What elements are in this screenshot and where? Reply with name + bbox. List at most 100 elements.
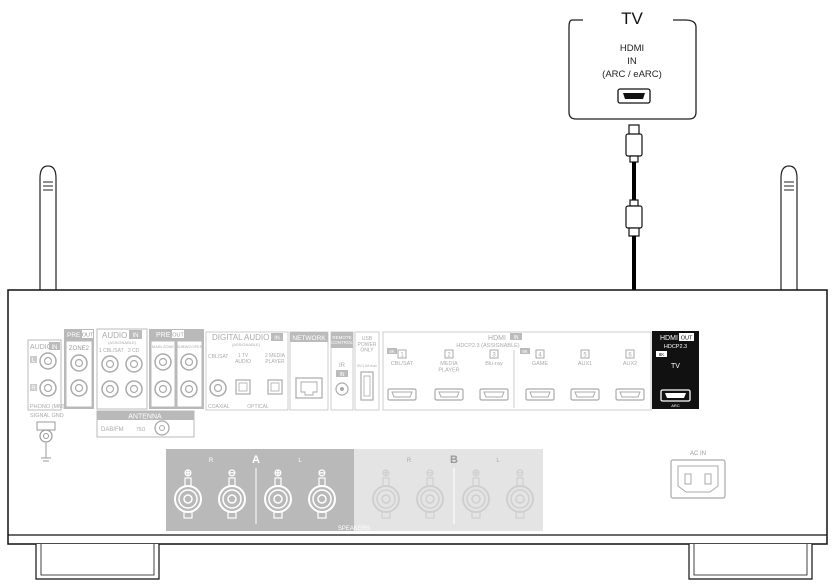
audio-cbl-sat-label: 1 CBL/SAT [99, 348, 124, 354]
plus-icon: ⊕ [472, 468, 480, 479]
hdmi-out-arc-label: ARC [671, 403, 680, 408]
antenna-label: ANTENNA [128, 414, 162, 421]
hdmi-out-label: HDMI [660, 335, 678, 342]
hdmi-input-port-icon [525, 388, 555, 401]
hdmi-input-number-box [580, 349, 590, 359]
hdmi-out-8k-badge: 8K [659, 352, 665, 357]
tv-box: TV HDMI IN (ARC / eARC) [568, 9, 697, 120]
speaker-binding-post: ⊕ [372, 468, 400, 519]
hdmi-input-number: 5 [583, 353, 587, 359]
speaker-b-l-label: L [496, 458, 500, 464]
speakers-label: SPEAKERS [338, 526, 370, 532]
hdmi-out-port-icon [660, 389, 691, 402]
speaker-binding-post: ⊖ [506, 468, 534, 519]
hdmi-input-number-box [397, 349, 407, 359]
hdmi-input-port-icon [570, 388, 600, 401]
hdmi-input-name: AUX2 [623, 361, 637, 367]
ac-inlet-icon [670, 459, 726, 499]
usb-port-icon [360, 371, 374, 401]
minus-icon: ⊖ [426, 468, 434, 479]
speaker-binding-post: ⊕ [174, 468, 202, 519]
tv-hdmi-port-icon [617, 88, 651, 104]
hdmi-input-name: CBL/SAT [391, 361, 414, 367]
speaker-binding-post: ⊖ [416, 468, 444, 519]
hdmi-in-label: HDMI [488, 335, 506, 342]
hdmi-input-port-icon [615, 388, 645, 401]
foot-left [35, 544, 160, 580]
main-pre-label: PRE [156, 332, 171, 339]
signal-gnd-terminal-icon [36, 421, 56, 462]
speaker-binding-post: ⊖ [218, 468, 246, 519]
audio-in-badge: IN [133, 333, 139, 339]
hdmi-in-badge: IN [514, 335, 519, 341]
pre-out-main-section: PRE OUT MAIN ZONE SUBWOOFER [149, 329, 204, 409]
hdmi-input-number: 6 [628, 353, 632, 359]
speaker-binding-posts: ⊕ ⊖ ⊕ ⊖ ⊕ ⊖ ⊕ ⊖ [174, 468, 534, 519]
zone2-label: ZONE2 [69, 346, 90, 352]
hdmi-input-number-box [489, 349, 499, 359]
speaker-b-label: B [450, 454, 458, 466]
coaxial-label: COAXIAL [208, 404, 230, 410]
ac-in-section: AC IN [670, 451, 726, 499]
hdmi-input-name: GAME [532, 361, 549, 367]
ac-in-label: AC IN [690, 451, 706, 457]
phono-label: PHONO (MM) [30, 404, 65, 410]
hdmi-input-name: Blu-ray [485, 361, 503, 367]
network-section: NETWORK [289, 331, 329, 411]
hdmi-input-number-box [444, 349, 454, 359]
usb-rating-label: 5V/1.5A max [357, 364, 377, 368]
tv-title: TV [621, 9, 643, 28]
hdmi-input-number: 2 [447, 353, 451, 359]
hdmi-input-port-icon [387, 388, 417, 401]
main-out-badge: OUT [172, 333, 184, 339]
hdmi-input-name: AUX1 [578, 361, 592, 367]
minus-icon: ⊖ [318, 468, 326, 479]
phono-audio-label: AUDIO [30, 344, 53, 351]
tv-port-line3: (ARC / eARC) [602, 69, 662, 80]
phono-r-label: R [31, 386, 36, 392]
audio-in-phono-section: AUDIO IN L R PHONO (MM) SIGNAL GND [27, 339, 65, 462]
dab-fm-label: DAB/FM [101, 427, 124, 433]
audio-assignable-label: (ASSIGNABLE) [108, 340, 137, 345]
optical-label: OPTICAL [247, 404, 269, 410]
hdmi-8k-badge-1: 8K [389, 349, 395, 354]
plus-icon: ⊕ [274, 468, 282, 479]
hdmi-input-port-icon [434, 388, 464, 401]
ir-in-badge: IN [340, 372, 345, 378]
hdmi-input-number: 3 [492, 353, 496, 359]
speaker-a-l-label: L [298, 458, 302, 464]
hdmi-out-badge: OUT [681, 336, 693, 342]
zone2-pre-label: PRE [67, 332, 81, 339]
hdmi-out-tv-label: TV [671, 363, 680, 370]
digital-in-badge: IN [274, 336, 280, 342]
hdmi-input-section: HDMI IN HDCP2.3 (ASSIGNABLE) 8K 8K 1CBL/… [382, 331, 652, 411]
signal-gnd-label: SIGNAL GND [30, 413, 64, 419]
hdmi-out-section: HDMI OUT HDCP2.3 8K TV ARC [652, 331, 699, 409]
audio-in-label: AUDIO [102, 331, 127, 340]
minus-icon: ⊖ [228, 468, 236, 479]
speaker-a-r-label: R [209, 458, 214, 464]
speaker-b-r-label: R [407, 458, 412, 464]
speaker-terminals-section: A B R L R L SPEAKERS ⊕ ⊖ ⊕ ⊖ ⊕ ⊖ ⊕ ⊖ [166, 449, 543, 532]
hdmi-out-hdcp-label: HDCP2.3 [664, 344, 687, 350]
plus-icon: ⊕ [184, 468, 192, 479]
tv-port-line2: IN [627, 56, 637, 67]
speaker-a-label: A [252, 454, 260, 466]
foot-right [688, 544, 813, 580]
ethernet-port-icon [295, 377, 323, 399]
hdmi-input-port-icon [479, 388, 509, 401]
main-zone-label: MAIN ZONE [152, 344, 175, 349]
digital-audio-section: DIGITAL AUDIO IN (ASSIGNABLE) CBL/SAT 1 … [205, 331, 289, 411]
